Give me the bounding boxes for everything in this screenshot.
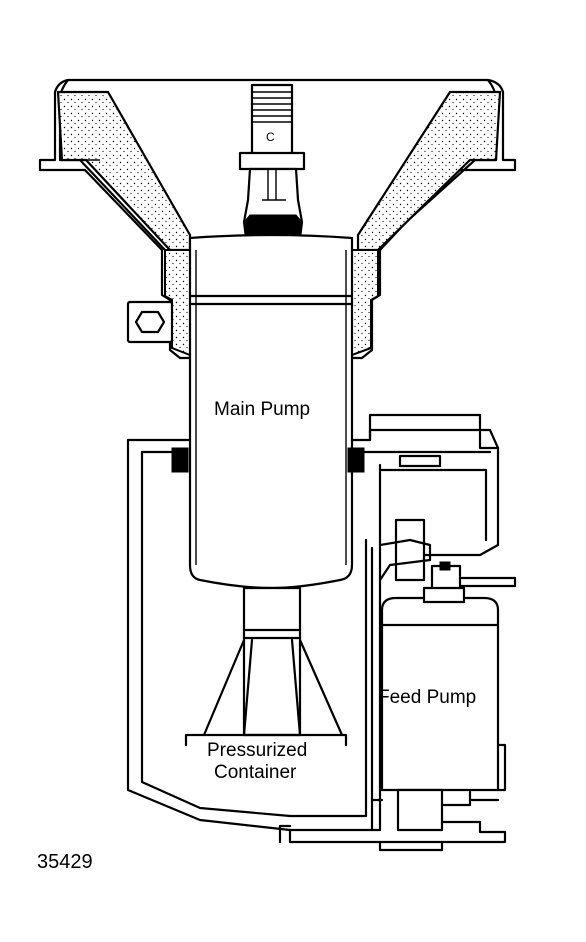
inlet-struts — [202, 638, 344, 737]
main-pump-label: Main Pump — [214, 399, 311, 420]
outlet-nut — [238, 151, 306, 171]
outlet-wire — [262, 169, 286, 201]
feed-pump-chamber — [368, 413, 500, 557]
feed-outlet-right — [440, 790, 500, 807]
connector-mark: C — [266, 130, 275, 144]
feed-pump-outlet — [394, 518, 426, 582]
pressurized-container-bracket — [184, 733, 348, 747]
pressurized-label-line2: Container — [214, 762, 297, 783]
reservoir-outer — [126, 438, 382, 832]
main-pump-inlet — [242, 586, 302, 737]
feed-pump-chamber-top — [368, 413, 492, 454]
outlet-fitting — [250, 83, 294, 157]
pump-body-edge — [195, 250, 347, 565]
bottom-pipe — [278, 820, 507, 844]
feed-pump-hose — [378, 538, 432, 582]
outlet-threads — [252, 91, 292, 123]
electrical-lead — [458, 576, 517, 588]
seal-left — [171, 447, 189, 473]
bolt-icon — [134, 310, 166, 334]
feed-pump-cap — [422, 586, 466, 604]
figure-number: 35429 — [37, 851, 93, 873]
feed-pump-side-lines — [370, 546, 507, 832]
main-pump-body — [188, 233, 354, 590]
feed-pump-label: Feed Pump — [378, 687, 477, 708]
feed-pump-body — [380, 596, 500, 792]
flange-wall-lower-right — [351, 249, 379, 357]
top-cap — [398, 454, 442, 468]
bottom-pipe-lower — [378, 840, 444, 852]
pressurized-label-line1: Pressurized — [207, 740, 308, 761]
seal-right — [347, 447, 365, 473]
feed-pump-base — [396, 788, 444, 832]
connector-post — [439, 561, 451, 571]
reservoir-inner — [140, 450, 368, 818]
